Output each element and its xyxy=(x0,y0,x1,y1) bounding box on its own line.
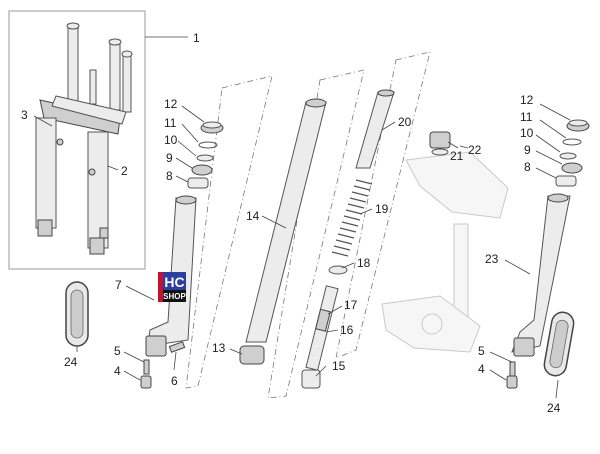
label-part-14: 14 xyxy=(246,209,260,223)
logo-line1: HC xyxy=(164,274,184,290)
label-part-8-left: 8 xyxy=(166,169,173,183)
dashed-group-outline-middle xyxy=(267,69,365,399)
dashed-group-outline-right xyxy=(335,51,431,359)
fork-assembly-inset xyxy=(8,10,146,270)
label-part-20: 20 xyxy=(398,115,412,129)
label-part-17: 17 xyxy=(344,298,358,312)
label-part-11-left: 11 xyxy=(164,116,177,130)
stanchion-tube-parts xyxy=(239,98,327,365)
label-part-12-left: 12 xyxy=(164,97,178,111)
label-part-11-right: 11 xyxy=(520,110,533,124)
label-part-5-right: 5 xyxy=(478,344,485,358)
label-part-8-right: 8 xyxy=(524,160,531,174)
label-part-15: 15 xyxy=(332,359,346,373)
label-part-10-left: 10 xyxy=(164,133,178,147)
label-part-18: 18 xyxy=(357,256,371,270)
label-part-9-left: 9 xyxy=(166,151,173,165)
label-part-6: 6 xyxy=(171,374,178,388)
label-part-12-right: 12 xyxy=(520,93,534,107)
label-part-3: 3 xyxy=(21,108,28,122)
label-part-13: 13 xyxy=(212,341,226,355)
damper-parts xyxy=(301,89,395,389)
dashed-group-outline-left xyxy=(185,75,273,389)
part-labels: 1 2 3 12 11 10 9 8 7 5 4 6 24 13 14 15 1… xyxy=(21,31,561,415)
right-leg-parts xyxy=(506,119,590,389)
label-part-16: 16 xyxy=(340,323,354,337)
label-part-24-left: 24 xyxy=(64,355,78,369)
label-part-9-right: 9 xyxy=(524,143,531,157)
leader-lines xyxy=(33,36,571,399)
label-part-4-left: 4 xyxy=(114,364,121,378)
label-part-10-right: 10 xyxy=(520,126,534,140)
hc-shop-logo: HC SHOP xyxy=(158,272,187,302)
logo-line2: SHOP xyxy=(163,292,186,301)
label-part-21: 21 xyxy=(450,149,464,163)
label-part-2: 2 xyxy=(121,164,128,178)
label-part-1: 1 xyxy=(193,31,200,45)
label-part-7: 7 xyxy=(115,278,122,292)
label-part-4-right: 4 xyxy=(478,362,485,376)
label-part-19: 19 xyxy=(375,202,389,216)
label-part-22: 22 xyxy=(468,143,482,157)
label-part-5-left: 5 xyxy=(114,344,121,358)
label-part-24-right: 24 xyxy=(547,401,561,415)
label-part-23: 23 xyxy=(485,252,499,266)
triple-clamp-ghost xyxy=(381,131,509,353)
